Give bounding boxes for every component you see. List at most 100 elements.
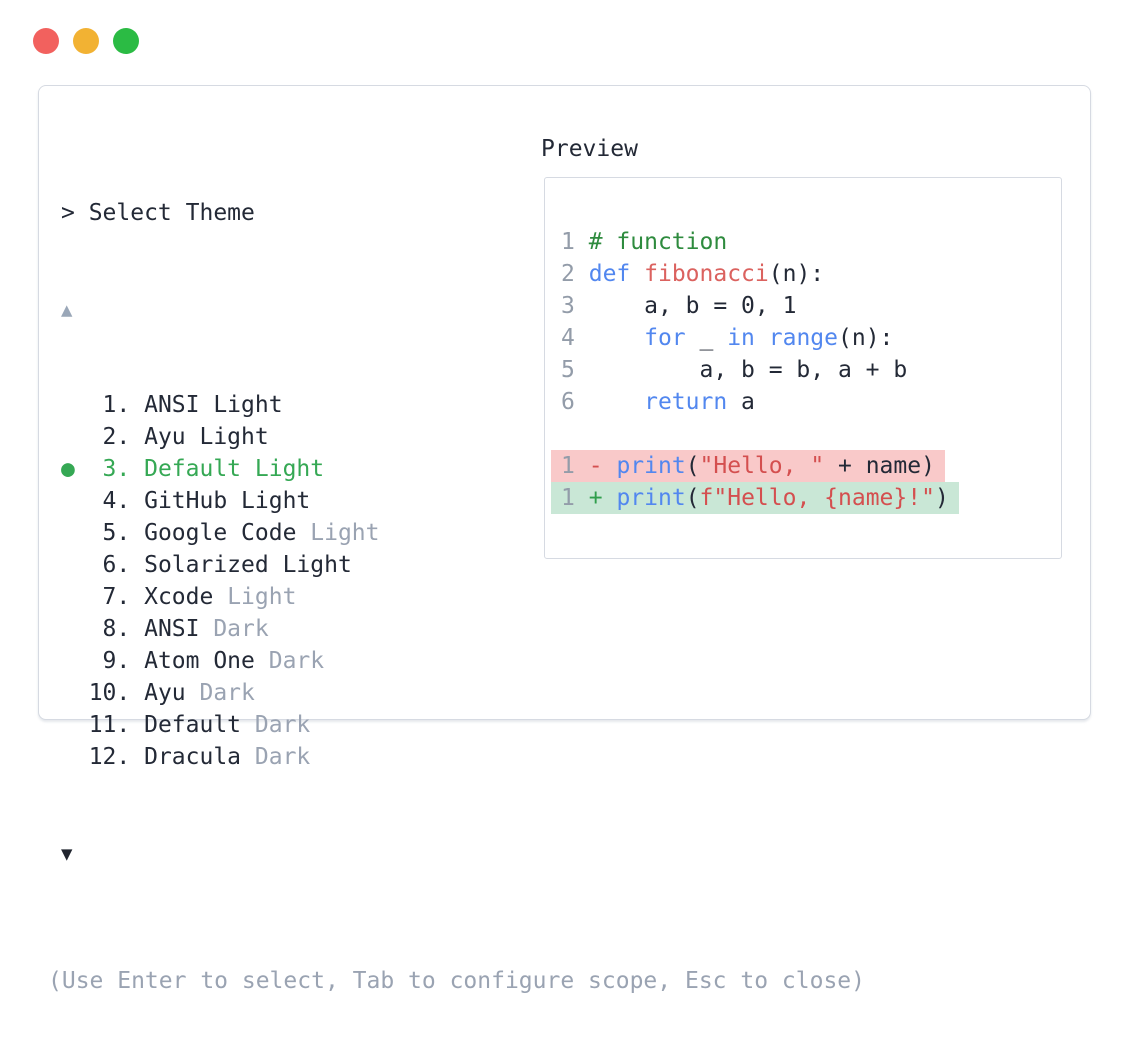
code-token (575, 389, 644, 415)
diff-added-highlight: 1 + print(f"Hello, {name}!") (551, 482, 959, 514)
window-controls (33, 28, 139, 54)
minimize-button[interactable] (73, 28, 99, 54)
keyboard-hint: (Use Enter to select, Tab to configure s… (48, 968, 865, 994)
theme-item-7[interactable]: 7. Xcode Light (61, 581, 865, 613)
code-token: a, b = 0, 1 (574, 293, 797, 319)
theme-item-label: Xcode (144, 584, 214, 610)
marker-spacer (61, 613, 89, 645)
theme-item-12[interactable]: 12. Dracula Dark (61, 741, 865, 773)
code-token (575, 325, 644, 351)
code-token: 5 (561, 357, 575, 383)
code-token: + (588, 485, 603, 511)
theme-item-label: Ayu Light (144, 424, 269, 450)
diff-removed-highlight: 1 - print("Hello, " + name) (551, 450, 945, 482)
theme-item-number: 8. (88, 616, 145, 642)
code-token: "Hello, " (699, 453, 825, 479)
theme-item-variant: Light (296, 520, 380, 546)
theme-item-number: 7. (88, 584, 145, 610)
theme-item-variant: Dark (241, 744, 311, 770)
theme-item-10[interactable]: 10. Ayu Dark (61, 677, 865, 709)
code-token: 1 (561, 453, 575, 479)
theme-item-5[interactable]: 5. Google Code Light (61, 517, 865, 549)
theme-item-3[interactable]: ● 3. Default Light (61, 453, 865, 485)
code-line: 6 return a (561, 386, 959, 418)
theme-item-label: ANSI (144, 616, 200, 642)
theme-item-label: Ayu (144, 680, 186, 706)
code-token: + name) (824, 453, 935, 479)
theme-item-1[interactable]: 1. ANSI Light (61, 389, 865, 421)
theme-item-6[interactable]: 6. Solarized Light (61, 549, 865, 581)
theme-picker-panel: > Select Theme ▲ 1. ANSI Light 2. Ayu Li… (38, 85, 1091, 994)
theme-item-number: 1. (88, 392, 145, 418)
theme-item-variant: Dark (199, 616, 269, 642)
code-token: a, b = b, a + b (574, 357, 908, 383)
theme-item-label: Solarized Light (144, 552, 352, 578)
marker-spacer (61, 677, 89, 709)
code-token: ( (685, 453, 700, 479)
code-line: 5 a, b = b, a + b (561, 354, 959, 386)
code-token: print (616, 485, 686, 511)
code-token: print (616, 453, 686, 479)
theme-item-number: 6. (88, 552, 145, 578)
theme-item-11[interactable]: 11. Default Dark (61, 709, 865, 741)
theme-item-number: 10. (88, 680, 145, 706)
code-token: 4 (561, 325, 575, 351)
code-token: a (727, 389, 755, 415)
code-token: # function (588, 229, 728, 255)
theme-prompt[interactable]: > Select Theme (61, 200, 255, 226)
marker-spacer (61, 645, 89, 677)
diff-block: 1 - print("Hello, " + name)1 + print(f"H… (551, 450, 959, 514)
theme-item-4[interactable]: 4. GitHub Light (61, 485, 865, 517)
code-token: fibonacci (644, 261, 769, 287)
scroll-up-indicator-icon[interactable]: ▲ (61, 299, 73, 321)
code-token: 6 (561, 389, 575, 415)
code-token: in (727, 325, 755, 351)
code-token: f"Hello, {name}!" (699, 485, 935, 511)
theme-item-2[interactable]: 2. Ayu Light (61, 421, 865, 453)
theme-item-label: Google Code (144, 520, 297, 546)
code-token (755, 325, 769, 351)
close-button[interactable] (33, 28, 59, 54)
code-token: 1 (561, 229, 575, 255)
diff-removed-line: 1 - print("Hello, " + name) (551, 450, 959, 482)
marker-spacer (61, 485, 89, 517)
theme-item-8[interactable]: 8. ANSI Dark (61, 613, 865, 645)
marker-spacer (61, 517, 89, 549)
marker-spacer (61, 421, 89, 453)
code-token: (n): (768, 261, 825, 287)
code-token: range (768, 325, 839, 351)
code-token: 3 (561, 293, 575, 319)
code-line: 3 a, b = 0, 1 (561, 290, 959, 322)
theme-item-number: 5. (88, 520, 145, 546)
theme-item-label: Default (144, 712, 242, 738)
marker-spacer (61, 389, 89, 421)
zoom-button[interactable] (113, 28, 139, 54)
code-token: for (644, 325, 686, 351)
marker-spacer (61, 581, 89, 613)
theme-item-label: ANSI Light (144, 392, 283, 418)
code-token: - (588, 453, 603, 479)
scroll-down-indicator-icon[interactable]: ▼ (61, 843, 73, 865)
theme-item-variant: Dark (185, 680, 255, 706)
code-token (603, 485, 617, 511)
theme-item-number: 2. (88, 424, 145, 450)
theme-item-variant: Light (213, 584, 297, 610)
code-token: return (644, 389, 728, 415)
diff-added-line: 1 + print(f"Hello, {name}!") (551, 482, 959, 514)
theme-item-variant: Dark (254, 648, 325, 674)
preview-title: Preview (541, 136, 638, 162)
code-line: 4 for _ in range(n): (561, 322, 959, 354)
code-token (575, 485, 589, 511)
theme-item-number: 12. (88, 744, 145, 770)
code-token: 2 (561, 261, 575, 287)
code-token (575, 229, 589, 255)
theme-item-9[interactable]: 9. Atom One Dark (61, 645, 865, 677)
code-token: _ (685, 325, 728, 351)
theme-item-number: 9. (88, 648, 145, 674)
theme-item-label: Default Light (144, 456, 325, 482)
code-token: (n): (838, 325, 894, 351)
selected-indicator-icon: ● (61, 456, 89, 482)
code-token: 1 (561, 485, 575, 511)
